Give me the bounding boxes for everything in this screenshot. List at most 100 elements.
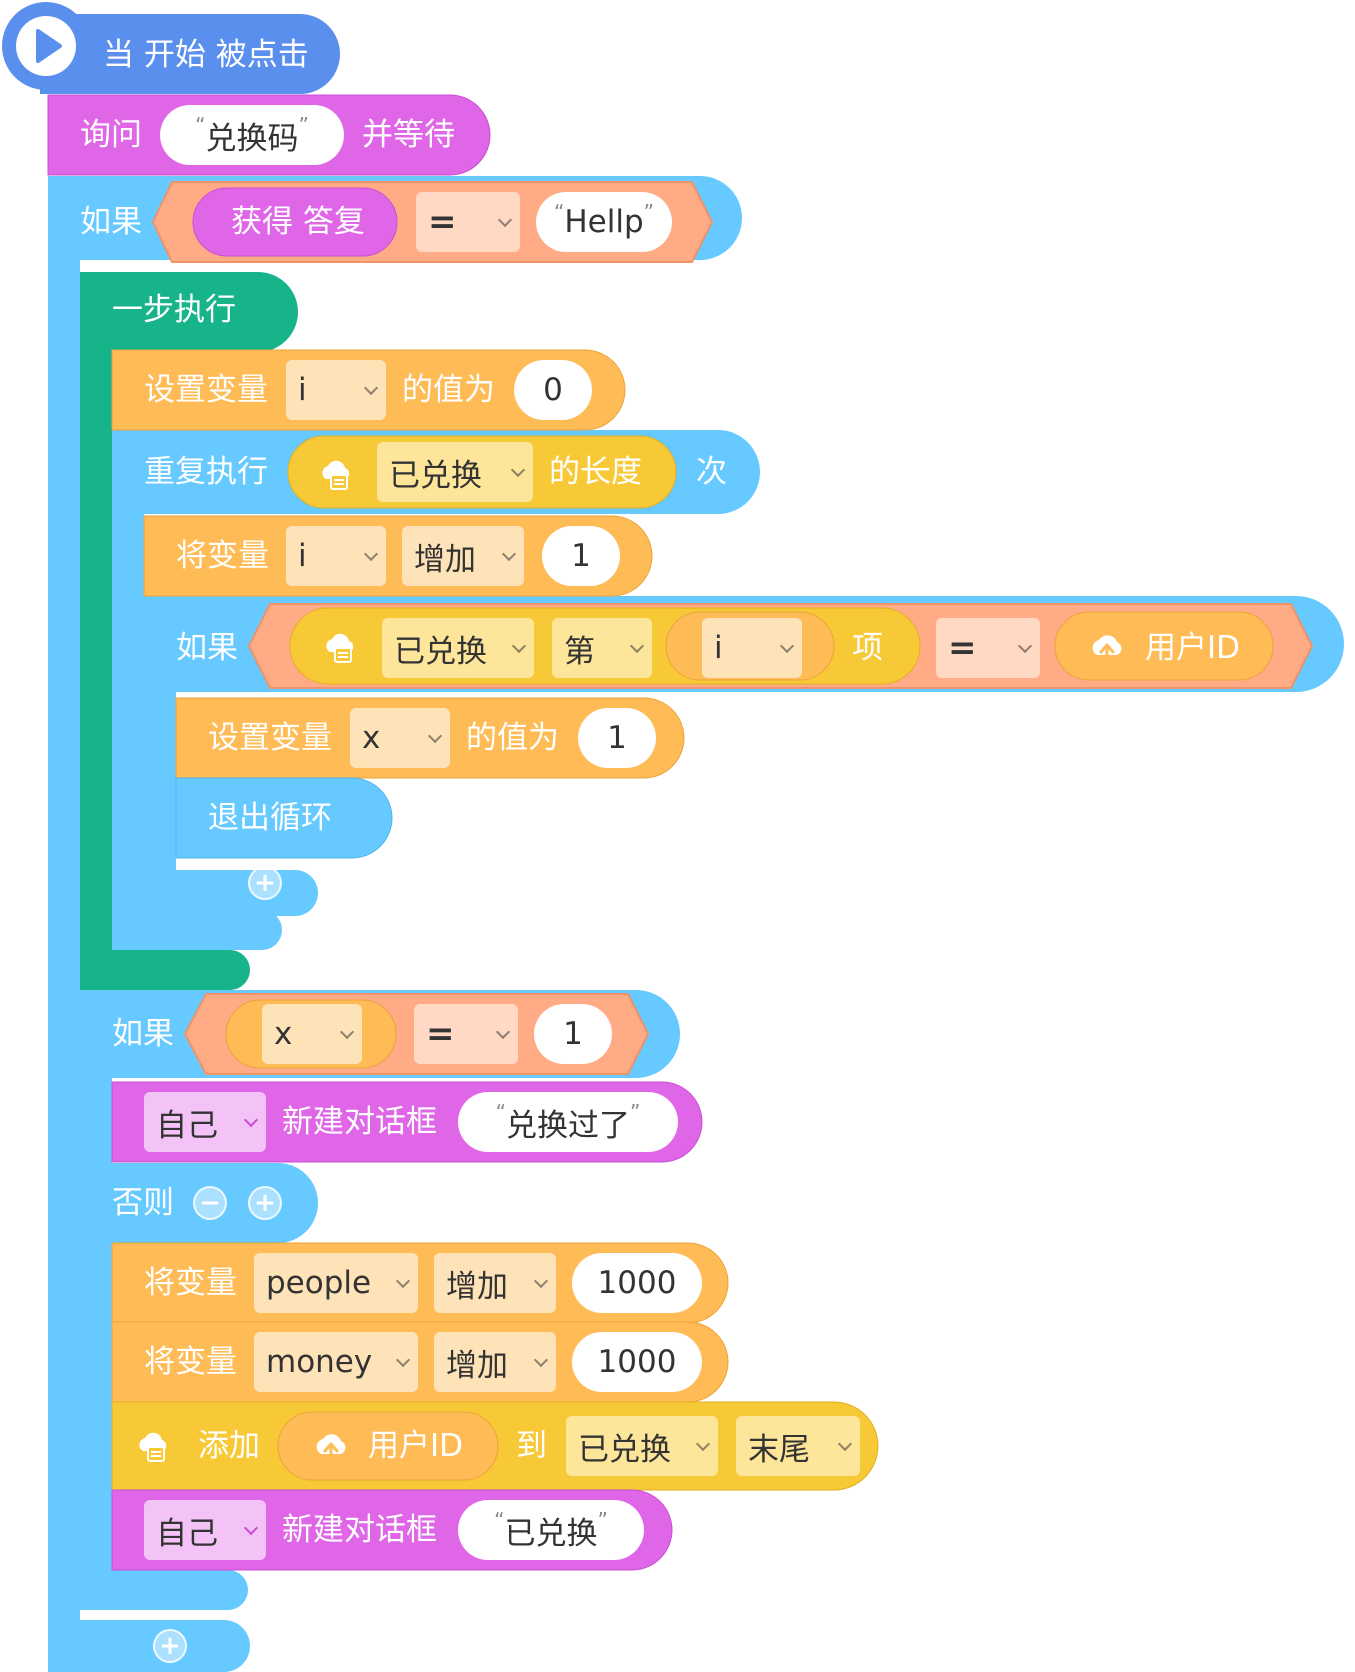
add-list-dropdown[interactable]: 已兑换 (566, 1416, 718, 1476)
inc-money-label: 将变量 (144, 1344, 237, 1380)
chevron-down-icon (395, 1352, 411, 1368)
chevron-down-icon (395, 1273, 411, 1289)
ask-suffix: 并等待 (362, 117, 455, 153)
hat-block-shape[interactable] (40, 14, 340, 94)
cloud-list-icon (322, 460, 350, 490)
step-label: 一步执行 (112, 292, 236, 328)
set-i-mid: 的值为 (402, 372, 495, 408)
say1-text-input[interactable]: “兑换过了” (458, 1092, 678, 1152)
ask-text-input[interactable]: “兑换码” (160, 105, 344, 165)
start-flag-button[interactable] (2, 2, 90, 90)
say1-text-value: 兑换过了 (506, 1107, 630, 1144)
inc-i-value-input[interactable]: 1 (542, 526, 620, 586)
cloud-upload-icon (316, 1434, 346, 1461)
if1-add-button[interactable]: + (153, 1629, 187, 1663)
break-label: 退出循环 (208, 800, 332, 836)
chevron-down-icon (363, 546, 379, 562)
cloud-upload-icon (1092, 635, 1122, 662)
if2-cloud-var-label: 用户ID (1145, 630, 1241, 666)
repeat-block-shape[interactable] (112, 430, 760, 950)
inc-people-var-dropdown[interactable]: people (254, 1253, 418, 1313)
add-item-label: 用户ID (368, 1428, 464, 1464)
if2-operator-dropdown[interactable]: = (936, 618, 1040, 678)
add-label: 添加 (198, 1428, 260, 1464)
set-i-value-input[interactable]: 0 (514, 360, 592, 420)
inc-i-block-shape[interactable] (143, 515, 653, 597)
inc-money-var-dropdown[interactable]: money (254, 1332, 418, 1392)
inc-i-var-dropdown[interactable]: i (286, 526, 386, 586)
chevron-down-icon (695, 1436, 711, 1452)
chevron-down-icon (510, 462, 526, 478)
set-x-value-input[interactable]: 1 (578, 708, 656, 768)
cloud-var-reporter-if2[interactable] (1054, 611, 1274, 681)
if2-item-label: 项 (852, 630, 883, 666)
set-x-var-dropdown[interactable]: x (350, 708, 450, 768)
if1-operator-dropdown[interactable]: = (416, 192, 520, 252)
inc-i-label: 将变量 (176, 538, 269, 574)
chevron-down-icon (1017, 638, 1033, 654)
repeat-label: 重复执行 (144, 454, 268, 490)
chevron-down-icon (629, 638, 645, 654)
chevron-down-icon (339, 1024, 355, 1040)
if3-var-dropdown[interactable]: x (262, 1004, 362, 1064)
if2-nth-dropdown[interactable]: 第 (552, 618, 652, 678)
repeat-suffix: 次 (696, 454, 727, 490)
hat-label: 当 开始 被点击 (103, 37, 309, 73)
if2-list-dropdown[interactable]: 已兑换 (382, 618, 534, 678)
chevron-down-icon (779, 638, 795, 654)
chevron-down-icon (837, 1436, 853, 1452)
else-remove-button[interactable]: − (193, 1186, 227, 1220)
inc-people-label: 将变量 (144, 1265, 237, 1301)
say1-label: 新建对话框 (282, 1104, 437, 1140)
say2-label: 新建对话框 (282, 1512, 437, 1548)
inc-money-op-dropdown[interactable]: 增加 (434, 1332, 556, 1392)
if1-value: Hellp (564, 204, 644, 240)
say2-target-dropdown[interactable]: 自己 (144, 1500, 266, 1560)
ask-label: 询问 (80, 117, 142, 153)
add-mid: 到 (516, 1428, 547, 1464)
chevron-down-icon (511, 638, 527, 654)
set-x-label: 设置变量 (208, 720, 332, 756)
chevron-down-icon (501, 546, 517, 562)
set-i-var-dropdown[interactable]: i (286, 360, 386, 420)
if2-label: 如果 (176, 630, 238, 666)
if2-add-button[interactable]: + (248, 866, 282, 900)
if3-operator-dropdown[interactable]: = (414, 1004, 518, 1064)
chevron-down-icon (533, 1273, 549, 1289)
else-add-button[interactable]: + (248, 1186, 282, 1220)
else-label: 否则 (112, 1185, 174, 1221)
inc-money-value-input[interactable]: 1000 (572, 1332, 702, 1392)
inc-i-op-dropdown[interactable]: 增加 (402, 526, 524, 586)
ask-text-value: 兑换码 (205, 120, 299, 157)
cloud-list-icon (326, 633, 354, 663)
if2-index-var-dropdown[interactable]: i (702, 618, 802, 678)
add-position-dropdown[interactable]: 末尾 (736, 1416, 860, 1476)
chevron-down-icon (363, 380, 379, 396)
answer-reporter[interactable] (192, 187, 398, 257)
play-icon (36, 29, 62, 63)
chevron-down-icon (243, 1112, 259, 1128)
if1-value-input[interactable]: “Hellp” (536, 192, 672, 252)
chevron-down-icon (497, 212, 513, 228)
if1-label: 如果 (80, 204, 142, 240)
inc-people-value-input[interactable]: 1000 (572, 1253, 702, 1313)
repeat-mid: 的长度 (549, 454, 642, 490)
cloud-list-icon (139, 1432, 167, 1462)
if3-value-input[interactable]: 1 (534, 1004, 612, 1064)
chevron-down-icon (495, 1024, 511, 1040)
repeat-list-dropdown[interactable]: 已兑换 (377, 442, 533, 502)
chevron-down-icon (533, 1352, 549, 1368)
chevron-down-icon (427, 728, 443, 744)
if3-label: 如果 (112, 1016, 174, 1052)
inc-people-op-dropdown[interactable]: 增加 (434, 1253, 556, 1313)
set-i-label: 设置变量 (144, 372, 268, 408)
say2-text-input[interactable]: “已兑换” (458, 1500, 644, 1560)
break-block-shape[interactable] (175, 777, 393, 859)
say1-target-dropdown[interactable]: 自己 (144, 1092, 266, 1152)
step-block-shape[interactable] (80, 272, 298, 990)
answer-reporter-label: 获得 答复 (231, 204, 365, 240)
start-circle (16, 16, 76, 76)
set-x-mid: 的值为 (466, 720, 559, 756)
cloud-var-reporter-add[interactable] (277, 1411, 499, 1481)
chevron-down-icon (243, 1520, 259, 1536)
